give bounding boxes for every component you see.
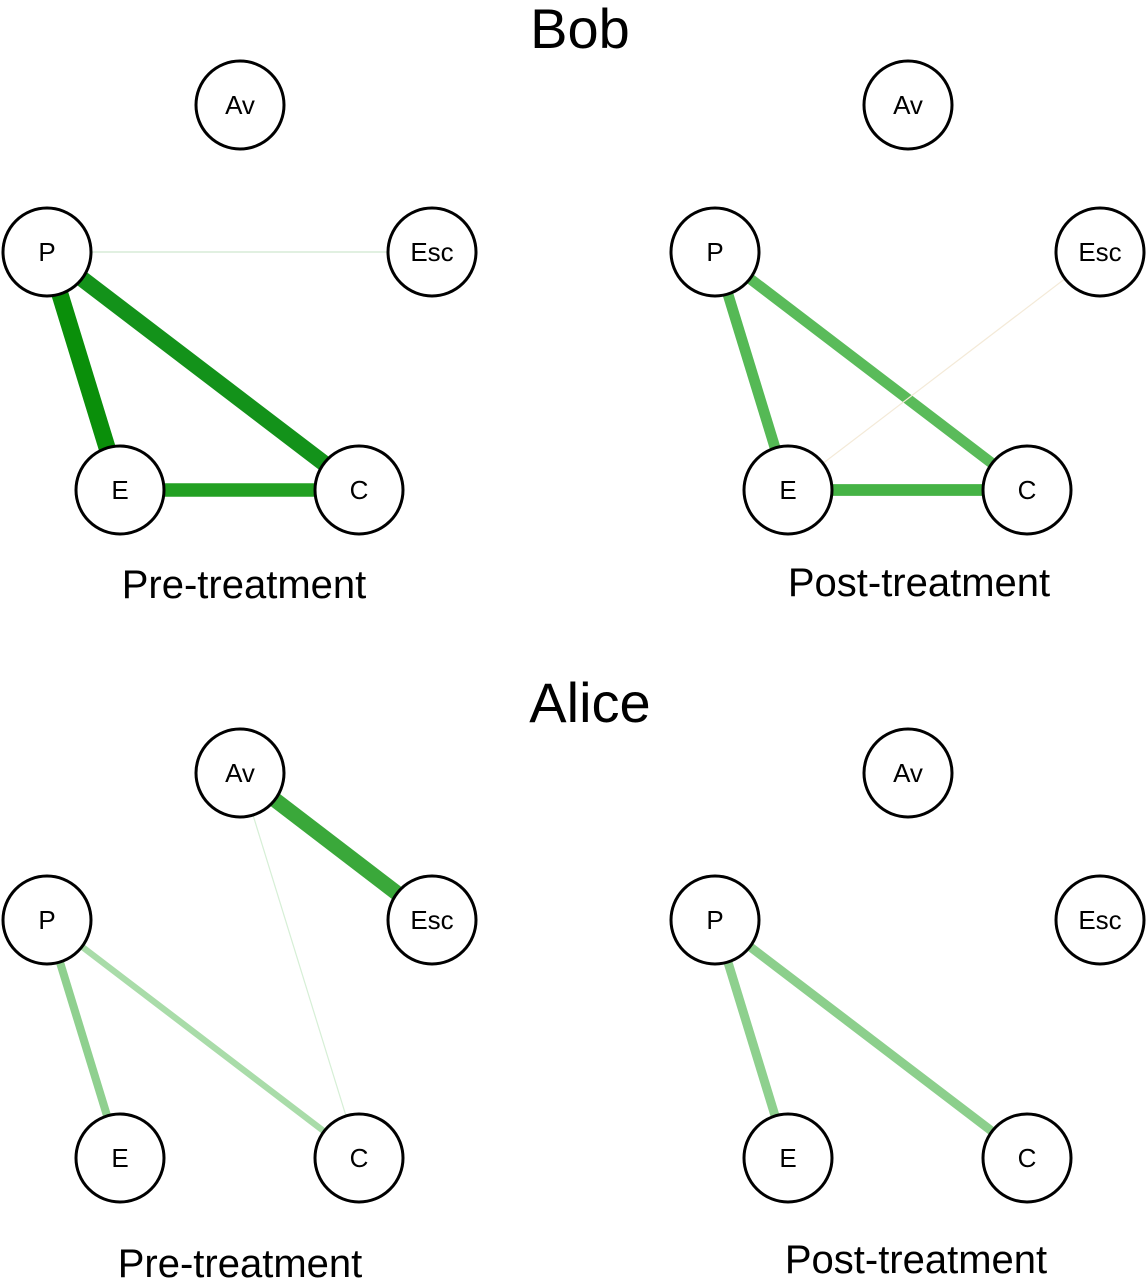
node-circle [669,206,761,298]
node-av: Av [194,727,286,819]
node-circle [1054,206,1146,298]
node-e: E [742,1112,834,1204]
node-label: P [38,237,55,267]
node-circle [1,206,93,298]
edge-e-esc [787,251,1101,491]
node-circle [1,874,93,966]
panel-caption: Post-treatment [788,561,1050,605]
node-circle [862,59,954,151]
node-circle [74,1112,166,1204]
node-label: E [111,1143,128,1173]
node-e: E [74,444,166,536]
node-label: Esc [1078,237,1121,267]
node-circle [862,727,954,819]
node-label: E [779,475,796,505]
node-circle [386,874,478,966]
node-av: Av [862,727,954,819]
panel-caption: Pre-treatment [118,1242,363,1280]
node-av: Av [194,59,286,151]
edge-p-c [711,247,1031,495]
node-av: Av [862,59,954,151]
node-label: Esc [410,237,453,267]
node-label: Av [893,758,923,788]
node-circle [669,874,761,966]
node-label: Esc [1078,905,1121,935]
node-label: C [1018,475,1037,505]
node-label: Esc [410,905,453,935]
panel-caption: Pre-treatment [122,563,367,607]
node-circle [981,444,1073,536]
panel-caption: Post-treatment [785,1238,1047,1280]
node-label: C [350,475,369,505]
edge-p-c [45,917,361,1161]
node-label: Av [225,90,255,120]
node-p: P [669,206,761,298]
node-circle [742,444,834,536]
edge-p-c [42,245,364,497]
node-circle [981,1112,1073,1204]
node-circle [313,444,405,536]
node-p: P [669,874,761,966]
node-circle [74,444,166,536]
node-label: E [779,1143,796,1173]
figure-title-alice: Alice [529,671,650,734]
node-c: C [313,444,405,536]
node-esc: Esc [1054,206,1146,298]
node-c: C [313,1112,405,1204]
node-label: E [111,475,128,505]
node-label: P [706,237,723,267]
node-c: C [981,1112,1073,1204]
edge-av-c [239,772,360,1159]
node-esc: Esc [386,874,478,966]
node-circle [1054,874,1146,966]
node-esc: Esc [1054,874,1146,966]
node-p: P [1,206,93,298]
node-circle [386,206,478,298]
node-c: C [981,444,1073,536]
node-e: E [742,444,834,536]
node-e: E [74,1112,166,1204]
figure-title-bob: Bob [530,0,630,60]
node-circle [194,727,286,819]
node-label: P [706,905,723,935]
node-p: P [1,874,93,966]
edge-p-c [712,916,1030,1162]
node-esc: Esc [386,206,478,298]
node-circle [194,59,286,151]
node-label: Av [893,90,923,120]
node-label: Av [225,758,255,788]
node-circle [742,1112,834,1204]
node-label: C [1018,1143,1037,1173]
node-label: C [350,1143,369,1173]
node-circle [313,1112,405,1204]
node-label: P [38,905,55,935]
